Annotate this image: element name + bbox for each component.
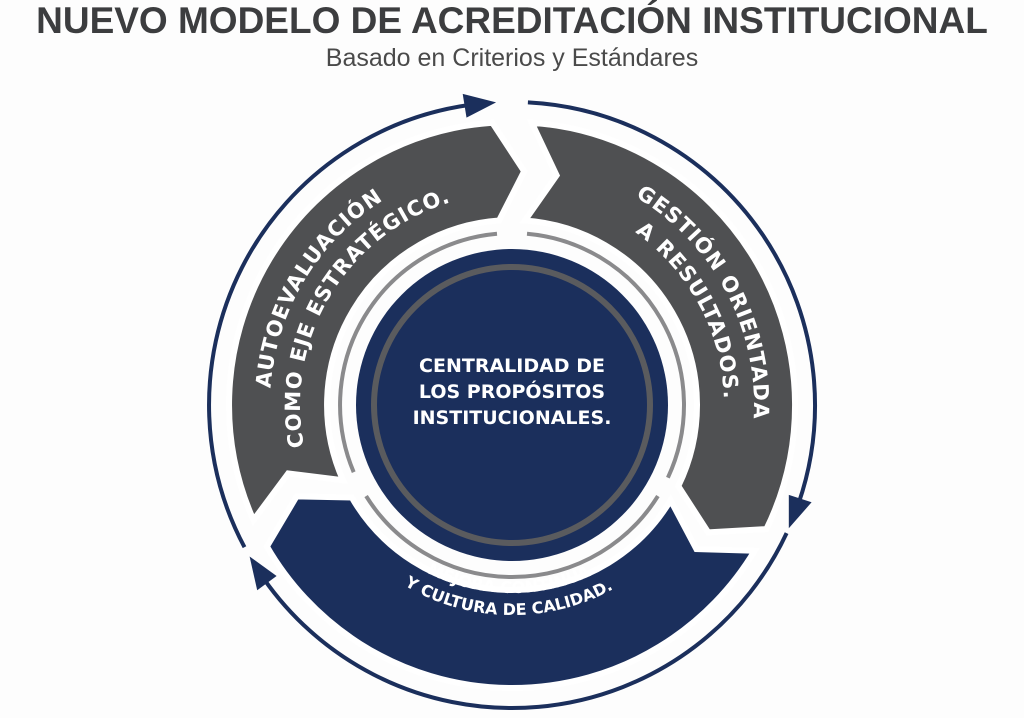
arrow-bottom-head-icon — [249, 556, 277, 591]
segment-bottom — [263, 493, 760, 692]
arrow-right-head-icon — [788, 494, 812, 529]
page-title-container: NUEVO MODELO DE ACREDITACIÓN INSTITUCION… — [0, 0, 1024, 44]
arrow-bottom-line — [262, 532, 789, 711]
page-subtitle: Basado en Criterios y Estándares — [325, 44, 699, 72]
segment-left — [226, 119, 528, 527]
arrow-right-line — [527, 100, 817, 505]
segment-right — [519, 119, 799, 536]
center-ring — [371, 264, 653, 546]
arrow-top-head-icon — [462, 93, 497, 118]
arrow-top-line — [207, 102, 471, 549]
page-title: NUEVO MODELO DE ACREDITACIÓN INSTITUCION… — [36, 0, 988, 41]
cycle-arrows — [207, 93, 817, 711]
center-circle — [356, 249, 668, 561]
center-line1: CENTRALIDAD DE — [419, 355, 605, 377]
inner-ring-line — [338, 231, 686, 580]
center-line3: INSTITUCIONALES. — [413, 407, 612, 429]
center-line2: LOS PROPÓSITOS — [419, 379, 605, 403]
